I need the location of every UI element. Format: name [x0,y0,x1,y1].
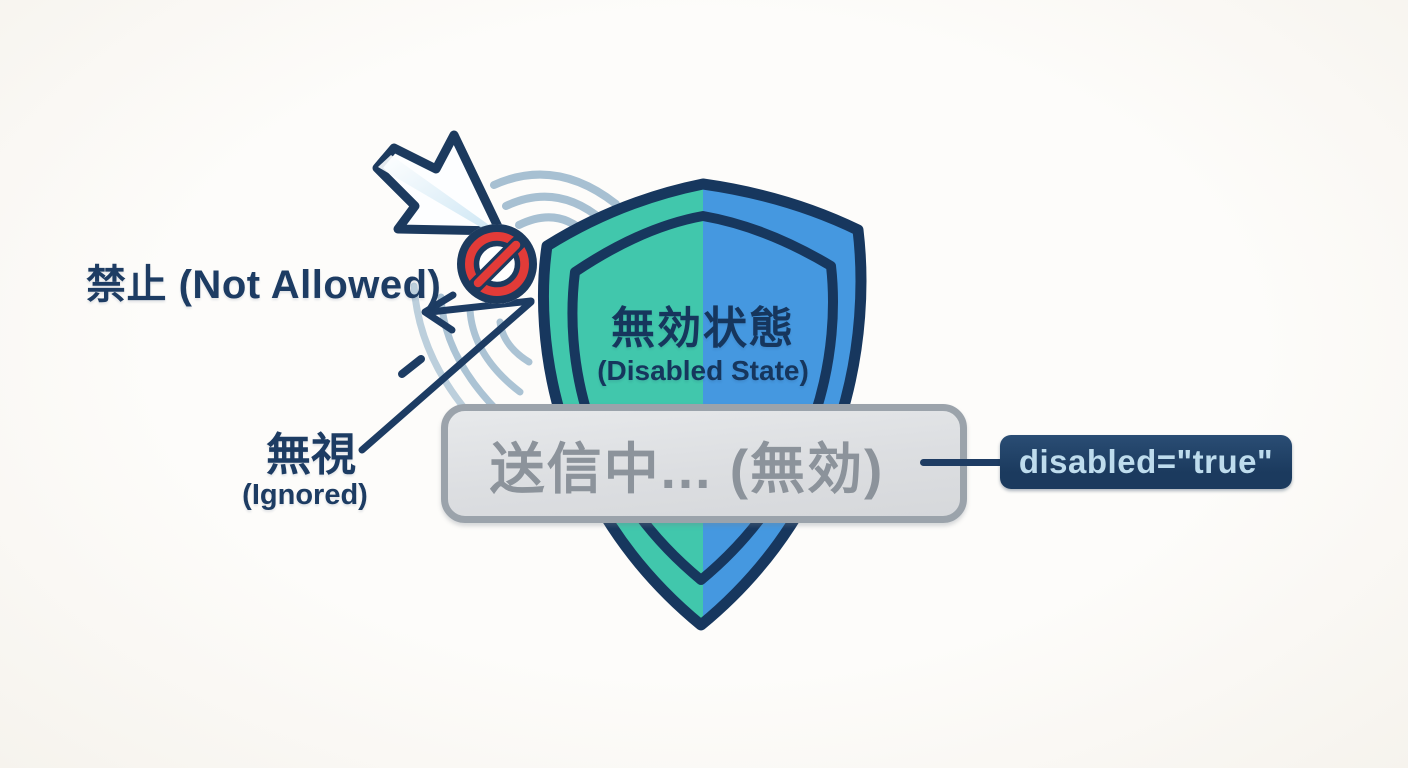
shield-subtitle: (Disabled State) [597,355,809,386]
ignored-pointer-line [358,298,535,454]
label-ignored-ja: 無視 [265,429,356,480]
disabled-submit-button: 送信中... (無効) [441,404,967,523]
shield-title: 無効状態 [611,304,795,353]
label-not-allowed: 禁止 (Not Allowed) [86,263,442,307]
not-allowed-arrow [421,291,535,334]
connector-line [920,459,1008,466]
cursor-arrow-icon [372,130,505,236]
code-attribute-badge: disabled="true" [1000,435,1292,489]
no-entry-icon [457,224,537,304]
label-ignored-en: (Ignored) [242,479,368,511]
